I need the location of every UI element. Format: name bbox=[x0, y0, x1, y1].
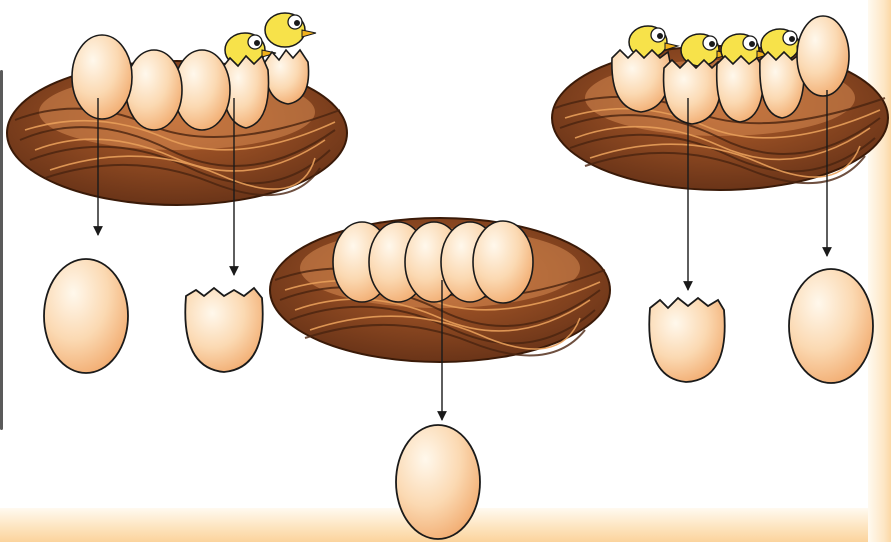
nest-center bbox=[270, 218, 610, 539]
hatched-egg-icon bbox=[185, 288, 262, 372]
chick-icon bbox=[265, 13, 316, 47]
egg-icon bbox=[72, 35, 132, 119]
egg-icon bbox=[396, 425, 480, 539]
egg-icon bbox=[473, 221, 533, 303]
egg-icon bbox=[789, 269, 873, 383]
nest-right bbox=[552, 16, 888, 383]
egg-icon bbox=[797, 16, 849, 96]
hatched-egg-icon bbox=[649, 298, 724, 382]
egg-icon bbox=[44, 259, 128, 373]
egg-icon bbox=[126, 50, 182, 130]
